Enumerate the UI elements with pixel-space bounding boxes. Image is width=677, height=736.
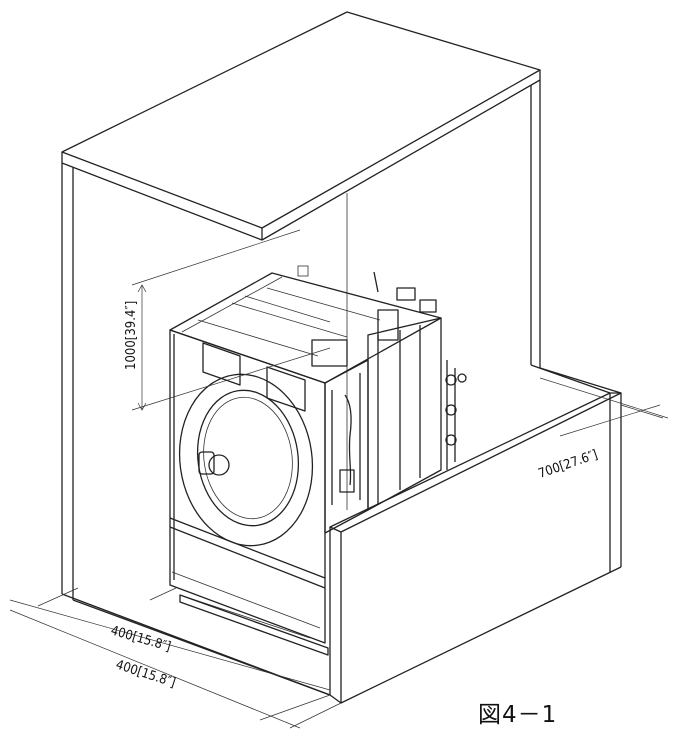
height-dimension: 1000[39.4″] xyxy=(124,229,331,411)
door-knob xyxy=(208,454,230,476)
depth-dimension: 700[27.6″] xyxy=(536,377,669,482)
enclosure-right-low-wall xyxy=(329,392,622,533)
height-dimension-label: 1000[39.4″] xyxy=(124,301,139,370)
enclosure xyxy=(61,11,622,704)
door-handle xyxy=(198,451,215,475)
depth-dimension-label: 700[27.6″] xyxy=(536,447,599,481)
door-outer-ring xyxy=(178,373,314,547)
machine-front xyxy=(169,329,326,644)
control-window-left xyxy=(202,342,241,386)
water-pipes xyxy=(445,360,467,470)
control-window-right xyxy=(266,366,306,412)
enclosure-top-slab xyxy=(61,11,541,229)
front-clearance-label: 400[15.8″] xyxy=(114,658,177,691)
enclosure-floor xyxy=(61,566,622,704)
left-clearance-label: 400[15.8″] xyxy=(109,623,173,654)
machine-base xyxy=(179,594,329,656)
rear-unit xyxy=(367,317,442,511)
front-clearance-dimension: 400[15.8″] xyxy=(9,609,342,729)
drain-hose xyxy=(344,394,352,486)
washer-extractor xyxy=(169,265,467,656)
top-valves xyxy=(311,271,437,367)
figure-caption: 図4－1 xyxy=(478,702,558,728)
